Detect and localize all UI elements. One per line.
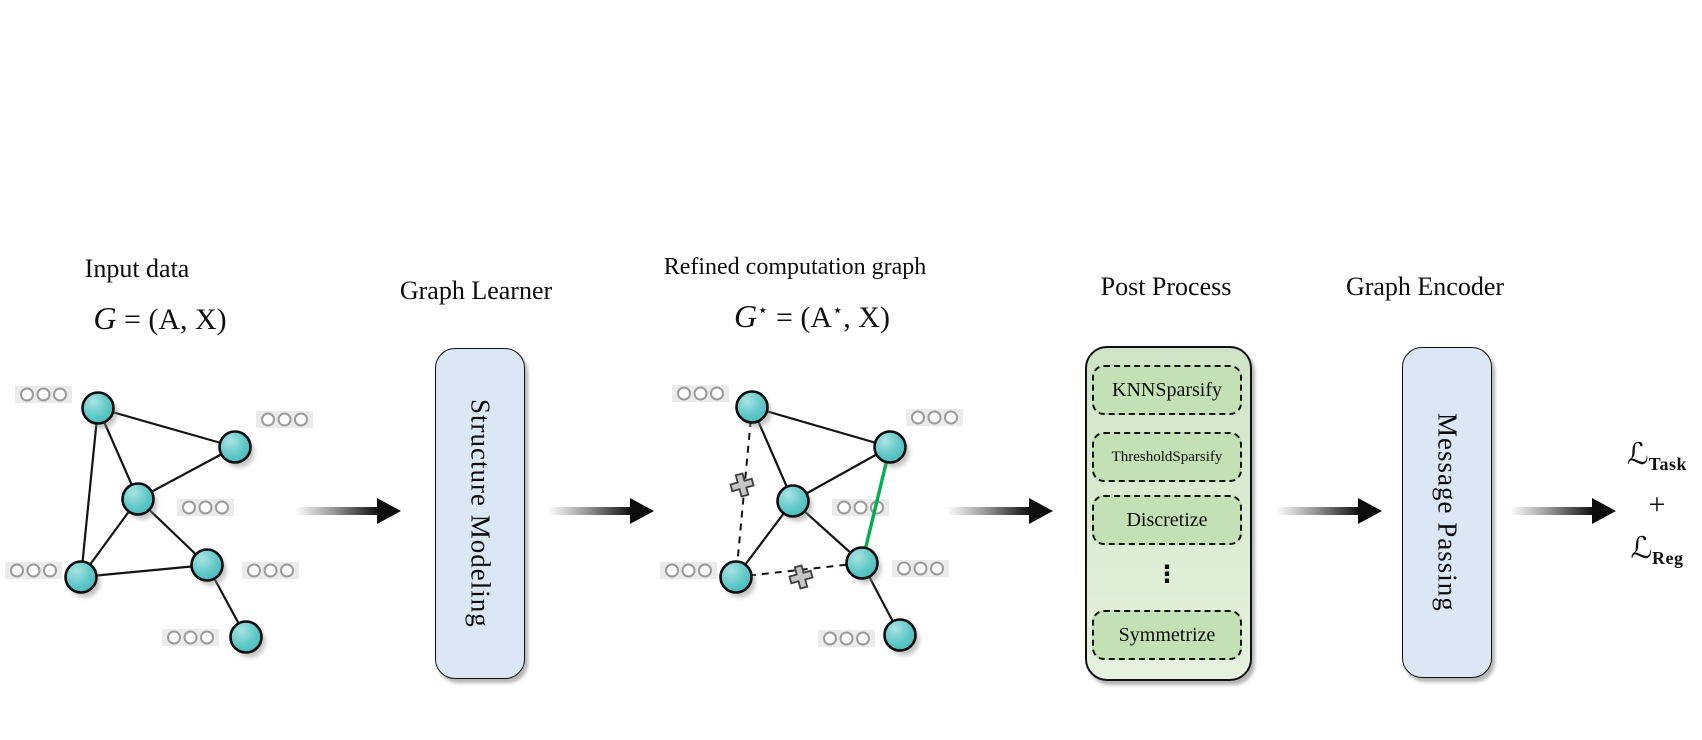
removed-edges-dashed xyxy=(735,406,863,578)
structure-modeling-box: Structure Modeling xyxy=(435,348,525,679)
refined-graph-title: Refined computation graph xyxy=(663,254,927,280)
post-process-item-thresholdsparsify: ThresholdSparsify xyxy=(1092,432,1242,482)
message-passing-box: Message Passing xyxy=(1402,347,1492,678)
arrow-input-to-learner xyxy=(295,498,401,524)
post-process-item-symmetrize: Symmetrize xyxy=(1092,610,1242,660)
arrow-refined-to-post xyxy=(947,498,1053,524)
structure-modeling-label: Structure Modeling xyxy=(465,399,496,628)
loss-reg: ℒReg xyxy=(1630,530,1684,568)
post-process-title: Post Process xyxy=(1100,272,1232,301)
refined-graph xyxy=(660,385,963,656)
input-graph-formula: G = (A, X) xyxy=(93,300,227,336)
arrow-post-to-encoder xyxy=(1276,498,1382,524)
refined-graph-formula: G⋆ = (A⋆, X) xyxy=(734,298,890,334)
loss-output: ℒTask + ℒReg xyxy=(1598,438,1702,568)
post-process-item-knnsparsify: KNNSparsify xyxy=(1092,365,1242,415)
post-process-item-discretize: Discretize xyxy=(1092,495,1242,545)
refined-graph-nodes xyxy=(719,390,917,652)
input-data-title: Input data xyxy=(84,254,190,283)
post-process-ellipsis: ⋮ xyxy=(1155,560,1179,588)
arrow-encoder-to-loss xyxy=(1510,498,1616,524)
removed-edge-x-icon xyxy=(729,472,814,590)
formula-script-g: G xyxy=(93,300,117,336)
loss-task: ℒTask xyxy=(1627,437,1687,474)
added-edge-green xyxy=(860,446,892,564)
post-process-box: KNNSparsify ThresholdSparsify Discretize… xyxy=(1085,346,1252,681)
graph-learner-title: Graph Learner xyxy=(399,276,553,305)
input-graph xyxy=(5,386,313,658)
input-graph-nodes xyxy=(64,391,263,654)
arrow-learner-to-refined xyxy=(548,498,654,524)
formula-script-g-star: G xyxy=(734,298,758,334)
message-passing-label: Message Passing xyxy=(1432,413,1463,612)
feature-vector-boxes xyxy=(5,386,313,646)
loss-plus: + xyxy=(1648,487,1666,521)
graph-encoder-title: Graph Encoder xyxy=(1345,272,1505,301)
